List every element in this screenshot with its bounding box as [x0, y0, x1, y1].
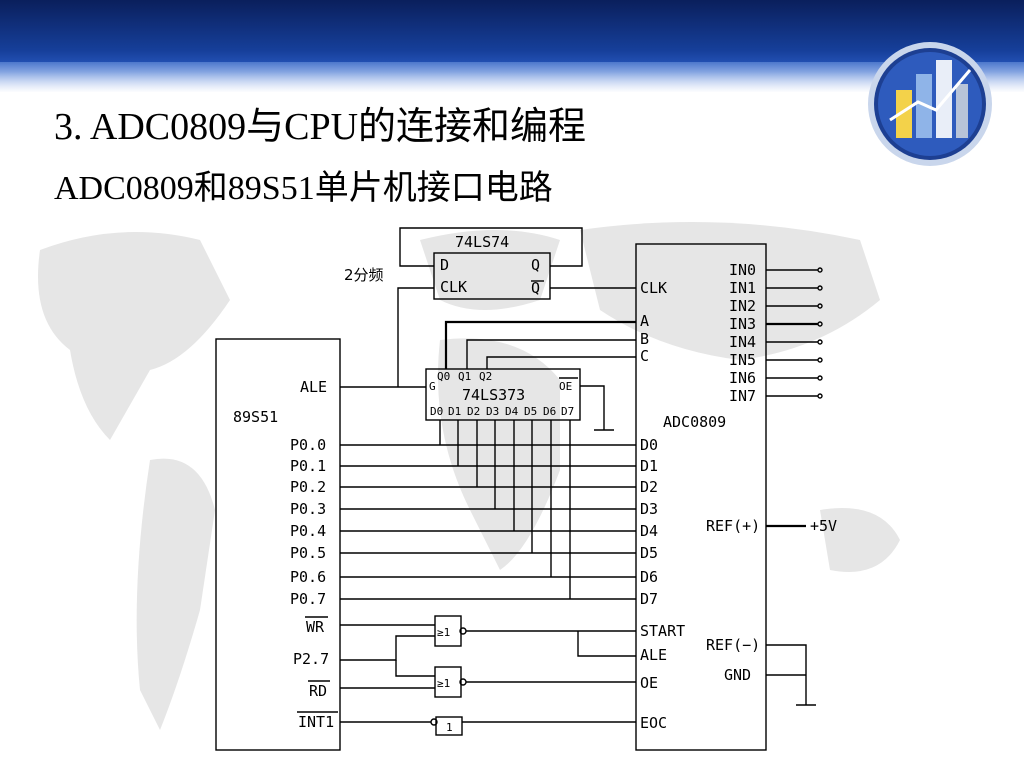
- chart-logo-icon: [868, 42, 992, 166]
- mcu-89s51-body: [215, 338, 341, 751]
- adc0809-body: [635, 243, 767, 751]
- adc-pin-in5: IN5: [729, 351, 756, 369]
- adc-pin-d7: D7: [640, 590, 658, 608]
- adc-name: ADC0809: [663, 413, 726, 431]
- divider-note: 2分频: [344, 266, 384, 284]
- adc-pin-in4: IN4: [729, 333, 756, 351]
- adc-pin-in3: IN3: [729, 315, 756, 333]
- flipflop-pin-d: D: [440, 256, 449, 274]
- title-banner: [0, 0, 1024, 92]
- adc-pin-in6: IN6: [729, 369, 756, 387]
- adc-pin-ref-plus: REF(+): [706, 517, 760, 535]
- adc-pin-d5: D5: [640, 544, 658, 562]
- adc-pin-d6: D6: [640, 568, 658, 586]
- mcu-pin-p04: P0.4: [290, 522, 326, 540]
- flipflop-pin-q: Q: [531, 256, 540, 274]
- mcu-pin-rd: RD: [309, 682, 327, 700]
- mcu-pin-p03: P0.3: [290, 500, 326, 518]
- mcu-pin-wr: WR: [306, 618, 325, 636]
- adc-pin-a: A: [640, 312, 649, 330]
- latch-pin-d6: D6: [543, 405, 556, 418]
- adc-pin-clk: CLK: [640, 279, 667, 297]
- latch-pin-d0: D0: [430, 405, 443, 418]
- mcu-pin-p06: P0.6: [290, 568, 326, 586]
- mcu-pin-p27: P2.7: [293, 650, 329, 668]
- adc-pin-d1: D1: [640, 457, 658, 475]
- flipflop-pin-qbar: Q: [531, 279, 540, 297]
- banner-shine: [0, 62, 1024, 92]
- adc-pin-in0: IN0: [729, 261, 756, 279]
- latch-74ls373-body: [425, 368, 581, 421]
- adc-pin-ref-minus: REF(−): [706, 636, 760, 654]
- adc-pin-oe: OE: [640, 674, 658, 692]
- mcu-pin-int1: INT1: [298, 713, 334, 731]
- latch-pin-g: G: [429, 380, 436, 393]
- slide-subtitle: ADC0809和89S51单片机接口电路: [54, 170, 553, 207]
- nor-gate-1-symbol: ≥1: [437, 626, 450, 639]
- latch-pin-q0: Q0: [437, 370, 450, 383]
- mcu-pin-p07: P0.7: [290, 590, 326, 608]
- mcu-name: 89S51: [233, 408, 278, 426]
- latch-pin-oe: OE: [559, 380, 572, 393]
- adc-pin-start: START: [640, 622, 685, 640]
- not-gate-symbol: 1: [446, 721, 453, 734]
- latch-pin-q2: Q2: [479, 370, 492, 383]
- mcu-pin-ale: ALE: [300, 378, 327, 396]
- latch-pin-d7: D7: [561, 405, 574, 418]
- latch-name: 74LS373: [462, 386, 525, 404]
- adc-pin-in7: IN7: [729, 387, 756, 405]
- flipflop-name: 74LS74: [455, 233, 509, 251]
- adc-pin-b: B: [640, 330, 649, 348]
- adc-pin-ale: ALE: [640, 646, 667, 664]
- nor-gate-2: [434, 666, 462, 698]
- adc-pin-d2: D2: [640, 478, 658, 496]
- adc-pin-in2: IN2: [729, 297, 756, 315]
- adc-pin-d4: D4: [640, 522, 658, 540]
- latch-pin-d1: D1: [448, 405, 461, 418]
- latch-pin-d4: D4: [505, 405, 519, 418]
- mcu-pin-p00: P0.0: [290, 436, 326, 454]
- latch-pin-q1: Q1: [458, 370, 471, 383]
- flipflop-pin-clk: CLK: [440, 278, 467, 296]
- mcu-pin-p05: P0.5: [290, 544, 326, 562]
- adc-pin-c: C: [640, 347, 649, 365]
- flipflop-74ls74-body: [433, 252, 551, 300]
- adc-pin-eoc: EOC: [640, 714, 667, 732]
- adc-pin-d0: D0: [640, 436, 658, 454]
- slide-title: 3. ADC0809与CPU的连接和编程: [54, 106, 587, 148]
- mcu-pin-p02: P0.2: [290, 478, 326, 496]
- world-map-background: [38, 222, 900, 730]
- not-gate: [435, 716, 463, 736]
- mcu-pin-p01: P0.1: [290, 457, 326, 475]
- adc-pin-in1: IN1: [729, 279, 756, 297]
- adc-pin-d3: D3: [640, 500, 658, 518]
- nor-gate-2-symbol: ≥1: [437, 677, 450, 690]
- supply-plus5v: +5V: [810, 517, 837, 535]
- nor-gate-1: [434, 615, 462, 647]
- latch-pin-d2: D2: [467, 405, 480, 418]
- latch-pin-d5: D5: [524, 405, 537, 418]
- latch-pin-d3: D3: [486, 405, 499, 418]
- adc-pin-gnd: GND: [724, 666, 751, 684]
